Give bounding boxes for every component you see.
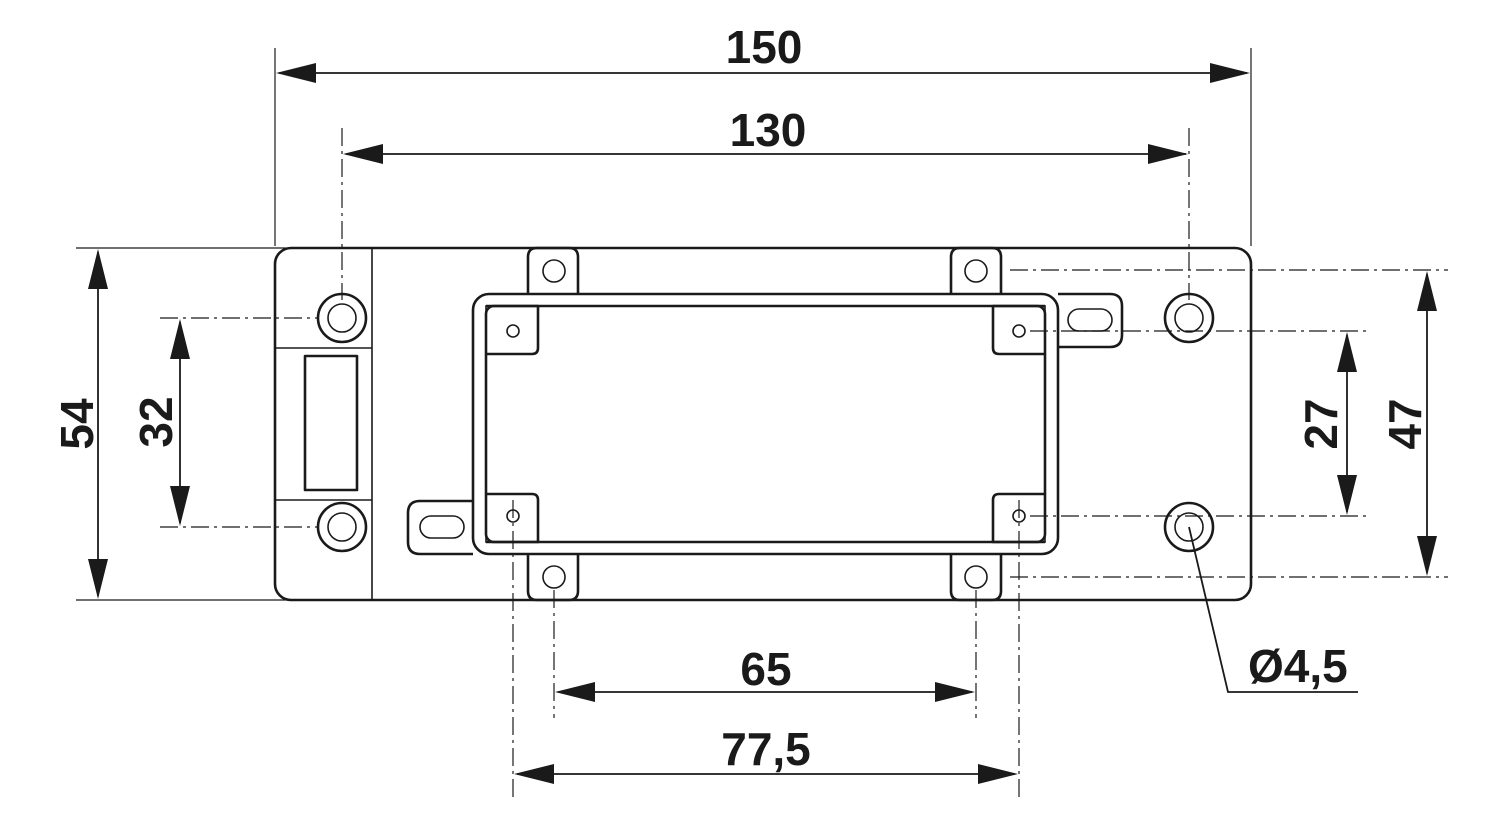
dimension-overall-width [276, 63, 1250, 83]
mounting-hole-top-left [316, 292, 368, 344]
dimension-flange-height [1417, 271, 1437, 576]
dimension-hole-spacing-width [343, 144, 1188, 164]
mounting-hole-bottom-right [1163, 501, 1215, 553]
dimension-outer-hole-spacing [514, 764, 1018, 784]
dimension-inner-hole-spacing [555, 682, 975, 702]
tab-bottom-left [526, 554, 580, 602]
lug-left-slot [419, 515, 465, 539]
mounting-hole-top-right-inner [1174, 303, 1204, 333]
mounting-hole-bottom-left-inner [327, 512, 357, 542]
corner-screw-top-right [1012, 324, 1026, 338]
dimension-label-54: 54 [51, 398, 103, 450]
corner-block-bottom-left [486, 492, 540, 544]
base-plate-outline [273, 246, 1253, 602]
dimension-overall-height [88, 249, 108, 599]
dimension-label-77-5: 77,5 [721, 723, 811, 775]
corner-block-top-right [991, 304, 1045, 356]
dimension-label-150: 150 [726, 21, 803, 73]
housing-outer-frame [471, 292, 1060, 556]
dimension-label-65: 65 [740, 643, 791, 695]
dimension-label-130: 130 [730, 104, 807, 156]
corner-block-top-left [486, 304, 540, 356]
dimension-hole-spacing-height-right [1337, 332, 1357, 515]
corner-block-bottom-right [991, 492, 1045, 544]
housing-insert-area [485, 305, 1046, 543]
mounting-hole-top-right [1163, 292, 1215, 344]
lug-left [406, 499, 473, 556]
dimension-hole-spacing-height-left [170, 319, 190, 526]
housing-inner-frame [484, 304, 1047, 544]
corner-screw-top-left [506, 324, 520, 338]
tab-bottom-right-hole [964, 565, 988, 589]
lug-right [1058, 292, 1124, 349]
dimension-label-27: 27 [1295, 398, 1347, 449]
dimension-label-hole-diameter: Ø4,5 [1248, 640, 1348, 692]
tab-top-right [949, 246, 1003, 294]
left-notch-outline [275, 347, 372, 501]
tab-bottom-left-hole [542, 565, 566, 589]
lug-right-slot [1067, 308, 1113, 332]
hole-diameter-leader [1188, 526, 1358, 693]
mounting-hole-top-left-inner [327, 303, 357, 333]
tab-top-left-hole [542, 259, 566, 283]
mounting-hole-bottom-left [316, 501, 368, 553]
dimension-label-32: 32 [130, 396, 182, 447]
dimension-label-47: 47 [1379, 398, 1431, 449]
tab-top-left [526, 246, 580, 294]
tab-top-right-hole [964, 259, 988, 283]
mounting-hole-bottom-right-inner [1174, 512, 1204, 542]
left-slot-window [303, 354, 359, 492]
